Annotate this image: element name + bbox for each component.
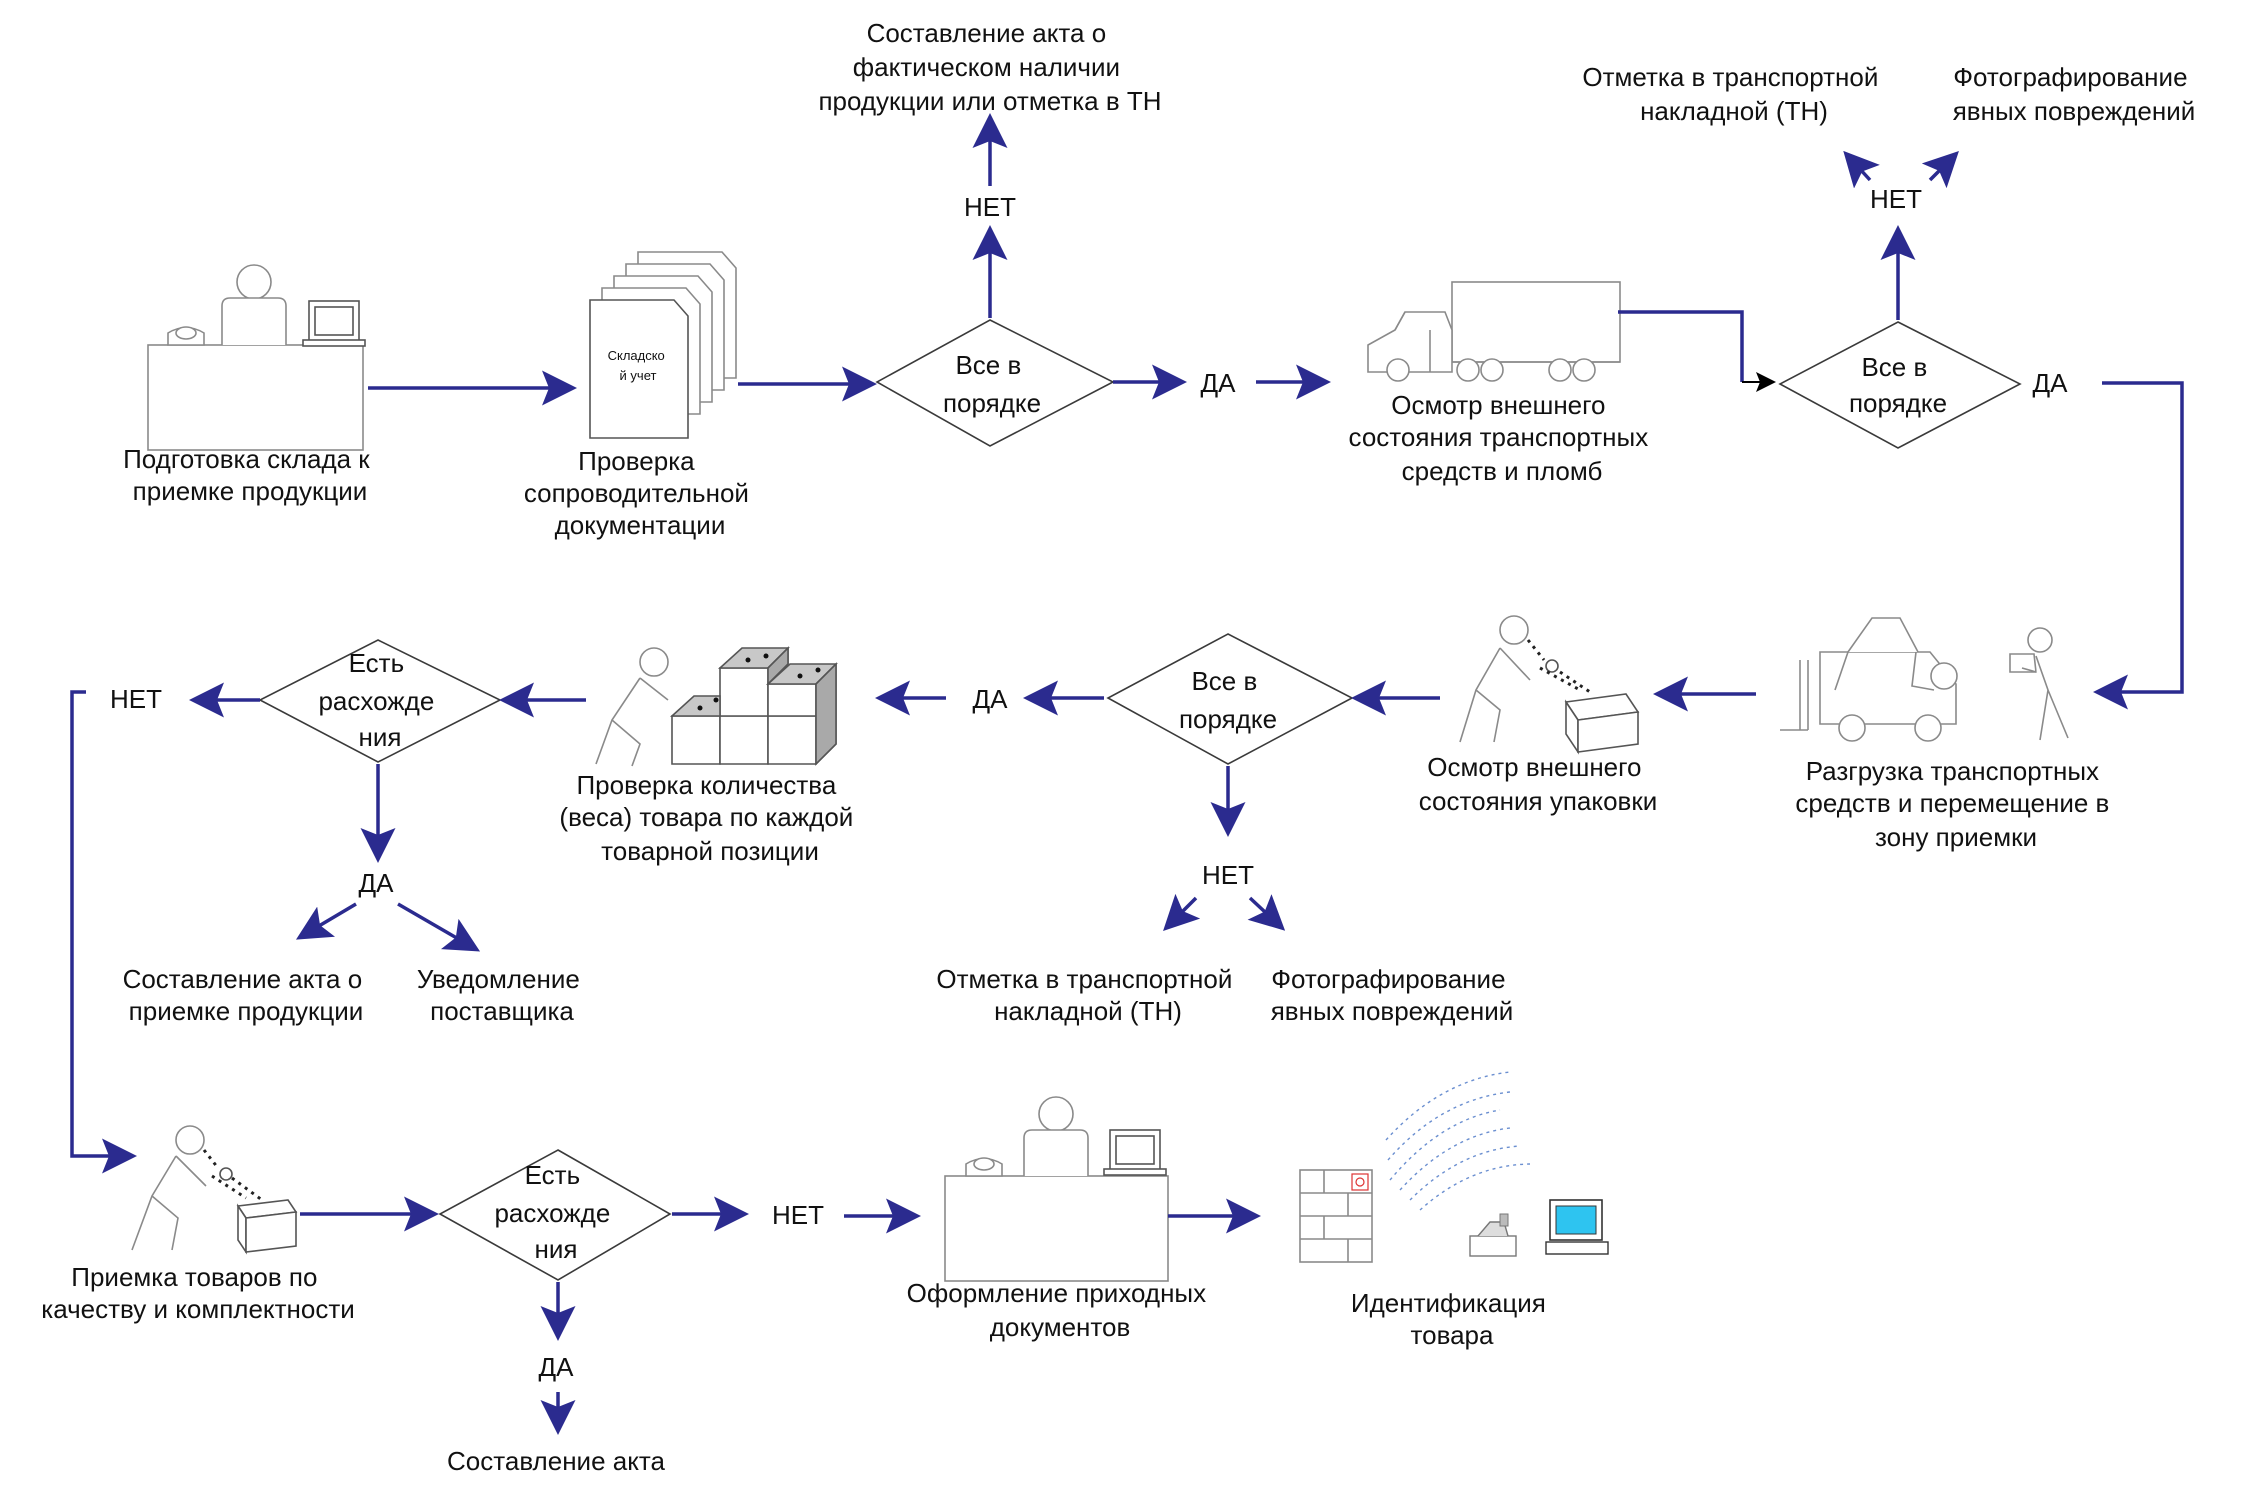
truck-inspection-label: Осмотр внешнего состояния транспортных с… <box>1349 390 1656 486</box>
docs-icon-text: Складско й учет <box>608 348 669 383</box>
decision-1-label: Все в порядке <box>943 350 1041 418</box>
decision-4-yes-label: ДА <box>359 868 395 898</box>
decision-3-no-right-result: Фотографирование явных повреждений <box>1271 964 1514 1026</box>
quality-acceptance-label: Приемка товаров по качеству и комплектно… <box>41 1262 355 1324</box>
decision-2-no-right-result: Фотографирование явных повреждений <box>1953 62 2196 126</box>
decision-4-no-label: НЕТ <box>110 684 162 714</box>
document-stack-icon: Складско й учет <box>589 251 737 439</box>
decision-diamond-5 <box>438 1149 672 1281</box>
worker-carrying-icon <box>2009 627 2069 741</box>
decision-3-label: Все в порядке <box>1179 666 1277 734</box>
decision-2-no-left-result: Отметка в транспортной накладной (ТН) <box>1582 62 1885 126</box>
worker-pushing-icon <box>595 647 669 767</box>
decision-2-label: Все в порядке <box>1849 352 1947 418</box>
package-inspection-label: Осмотр внешнего состояния упаковки <box>1419 752 1657 816</box>
decision-diamond-3 <box>1106 633 1354 765</box>
decision-4-yes-right-result: Уведомление поставщика <box>417 964 587 1026</box>
decision-5-yes-result: Составление акта <box>447 1446 665 1476</box>
decision-5-no-label: НЕТ <box>772 1200 824 1230</box>
quality-inspector-icon <box>131 1125 298 1255</box>
decision-1-yes-label: ДА <box>1201 368 1237 398</box>
unload-label: Разгрузка транспортных средств и перемещ… <box>1795 756 2116 852</box>
quantity-check-label: Проверка количества (веса) товара по каж… <box>559 770 860 866</box>
decision-4-label: Есть расхожде ния <box>318 648 441 752</box>
prep-label: Подготовка склада к приемке продукции <box>123 444 377 506</box>
decision-2-yes-label: ДА <box>2033 368 2069 398</box>
box-stack-icon <box>669 646 838 766</box>
barcode-identification-icon <box>1299 1071 1609 1263</box>
package-inspector-icon <box>1459 615 1640 755</box>
decision-diamond-2 <box>1778 321 2022 449</box>
decision-3-no-label: НЕТ <box>1202 860 1254 890</box>
labels: Подготовка склада к приемке продукции Пр… <box>41 18 2195 1476</box>
decision-1-no-result: Составление акта о фактическом наличии п… <box>818 18 1161 116</box>
docs-check-label: Проверка сопроводительной документации <box>524 446 756 540</box>
decision-3-yes-label: ДА <box>973 684 1009 714</box>
receipt-docs-label: Оформление приходных документов <box>907 1278 1214 1342</box>
decision-diamond-4 <box>258 639 502 763</box>
office-desk-icon <box>147 264 366 451</box>
decision-3-no-left-result: Отметка в транспортной накладной (ТН) <box>936 964 1239 1026</box>
decision-5-label: Есть расхожде ния <box>494 1160 617 1264</box>
decision-4-yes-left-result: Составление акта о приемке продукции <box>123 964 370 1026</box>
truck-icon <box>1367 281 1621 382</box>
identification-label: Идентификация товара <box>1351 1288 1553 1350</box>
forklift-icon <box>1780 617 1958 742</box>
decision-5-yes-label: ДА <box>539 1352 575 1382</box>
decision-1-no-label: НЕТ <box>964 192 1016 222</box>
decision-diamond-1 <box>875 319 1115 447</box>
decision-2-no-label: НЕТ <box>1870 184 1922 214</box>
flow-arrows <box>70 113 2184 1435</box>
office-desk-icon-2 <box>944 1096 1169 1282</box>
